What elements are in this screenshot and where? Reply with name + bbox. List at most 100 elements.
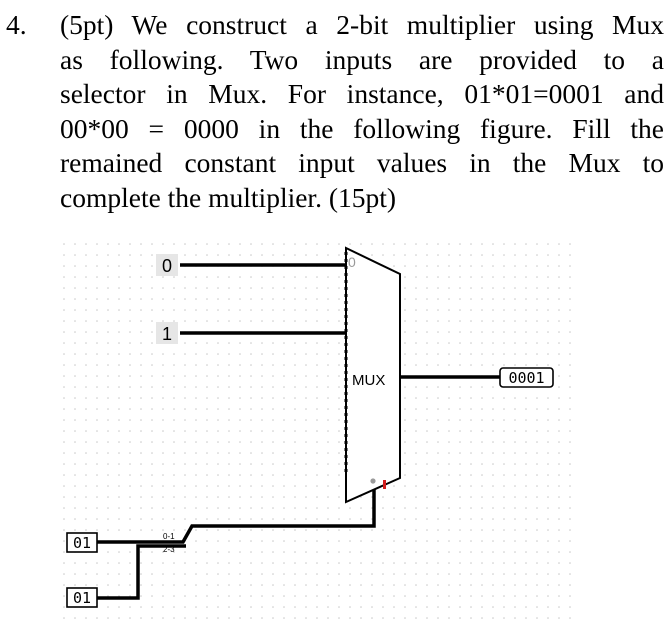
- grid-dot: [481, 408, 483, 410]
- grid-dot: [525, 507, 527, 509]
- grid-dot: [470, 518, 472, 520]
- grid-dot: [404, 298, 406, 300]
- grid-dot: [415, 408, 417, 410]
- grid-dot: [426, 430, 428, 432]
- grid-dot: [184, 298, 186, 300]
- grid-dot: [514, 562, 516, 564]
- grid-dot: [107, 606, 109, 608]
- grid-dot: [327, 573, 329, 575]
- grid-dot: [470, 551, 472, 553]
- grid-dot: [437, 243, 439, 245]
- grid-dot: [74, 342, 76, 344]
- grid-dot: [283, 551, 285, 553]
- grid-dot: [195, 529, 197, 531]
- grid-dot: [503, 595, 505, 597]
- output-probe[interactable]: [499, 367, 554, 388]
- grid-dot: [426, 452, 428, 454]
- grid-dot: [437, 408, 439, 410]
- grid-dot: [492, 617, 494, 619]
- grid-dot: [239, 430, 241, 432]
- grid-dot: [305, 584, 307, 586]
- grid-dot: [547, 419, 549, 421]
- grid-dot: [305, 551, 307, 553]
- grid-dot: [448, 617, 450, 619]
- grid-dot: [107, 419, 109, 421]
- grid-dot: [338, 551, 340, 553]
- grid-dot: [349, 595, 351, 597]
- grid-dot: [151, 342, 153, 344]
- grid-dot: [63, 507, 65, 509]
- grid-dot: [547, 408, 549, 410]
- grid-dot: [536, 276, 538, 278]
- grid-dot: [393, 518, 395, 520]
- grid-dot: [107, 463, 109, 465]
- grid-dot: [382, 496, 384, 498]
- grid-dot: [404, 617, 406, 619]
- grid-dot: [569, 309, 571, 311]
- grid-dot: [74, 254, 76, 256]
- grid-dot: [426, 529, 428, 531]
- grid-dot: [63, 298, 65, 300]
- grid-dot: [338, 496, 340, 498]
- grid-dot: [426, 287, 428, 289]
- grid-dot: [569, 254, 571, 256]
- grid-dot: [96, 529, 98, 531]
- grid-dot: [459, 353, 461, 355]
- grid-dot: [514, 606, 516, 608]
- grid-dot: [184, 430, 186, 432]
- const-input-0-box[interactable]: [156, 254, 178, 276]
- grid-dot: [448, 276, 450, 278]
- grid-dot: [547, 463, 549, 465]
- grid-dot: [294, 474, 296, 476]
- grid-dot: [437, 595, 439, 597]
- grid-dot: [85, 562, 87, 564]
- grid-dot: [415, 298, 417, 300]
- grid-dot: [85, 430, 87, 432]
- grid-dot: [448, 507, 450, 509]
- grid-dot: [195, 287, 197, 289]
- grid-dot: [569, 441, 571, 443]
- grid-dot: [85, 265, 87, 267]
- grid-dot: [492, 529, 494, 531]
- grid-dot: [217, 529, 219, 531]
- grid-dot: [415, 397, 417, 399]
- grid-dot: [316, 254, 318, 256]
- grid-dot: [525, 518, 527, 520]
- grid-dot: [228, 595, 230, 597]
- mux-port-label: 0: [348, 254, 356, 270]
- mux-body[interactable]: [345, 246, 401, 504]
- grid-dot: [437, 551, 439, 553]
- input-pin-b[interactable]: [66, 587, 98, 608]
- input-pin-a[interactable]: [66, 532, 98, 553]
- grid-dot: [503, 419, 505, 421]
- grid-dot: [481, 254, 483, 256]
- grid-dot: [525, 540, 527, 542]
- const-input-1-box[interactable]: [156, 322, 178, 344]
- grid-dot: [547, 309, 549, 311]
- grid-dot: [448, 463, 450, 465]
- question-text: (5pt) We construct a 2-bit multiplier us…: [60, 8, 664, 215]
- grid-dot: [228, 386, 230, 388]
- grid-dot: [74, 430, 76, 432]
- grid-dot: [558, 441, 560, 443]
- grid-dot: [261, 562, 263, 564]
- grid-dot: [151, 441, 153, 443]
- grid-dot: [162, 595, 164, 597]
- grid-dot: [206, 562, 208, 564]
- grid-dot: [305, 353, 307, 355]
- grid-dot: [74, 276, 76, 278]
- grid-dot: [228, 430, 230, 432]
- grid-dot: [206, 518, 208, 520]
- grid-dot: [305, 463, 307, 465]
- grid-dot: [96, 243, 98, 245]
- grid-dot: [459, 463, 461, 465]
- grid-dot: [228, 298, 230, 300]
- grid-dot: [525, 309, 527, 311]
- grid-dot: [107, 342, 109, 344]
- grid-dot: [470, 496, 472, 498]
- grid-dot: [217, 419, 219, 421]
- grid-dot: [558, 375, 560, 377]
- grid-dot: [503, 584, 505, 586]
- grid-dot: [503, 408, 505, 410]
- grid-dot: [459, 518, 461, 520]
